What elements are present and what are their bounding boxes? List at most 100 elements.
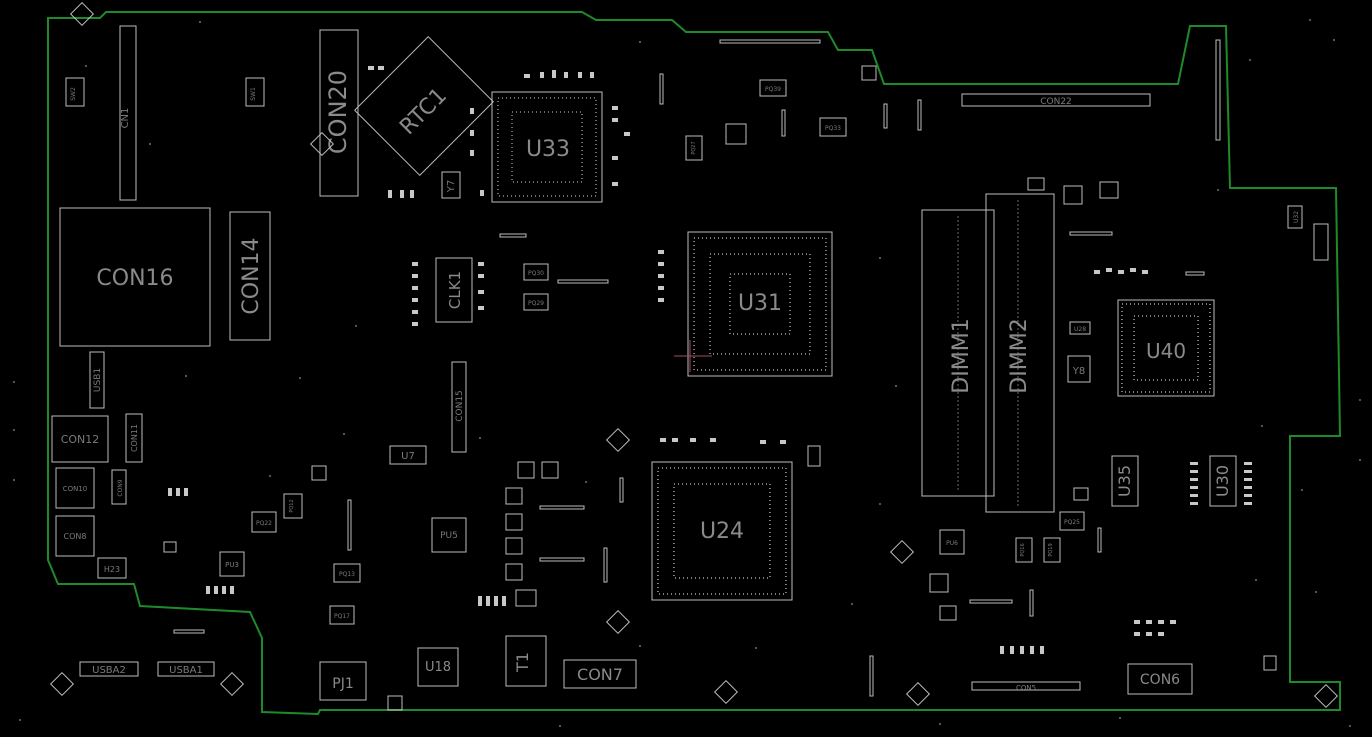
dimm1-label: DIMM1 (949, 318, 974, 393)
pu6-regulator: PU6 (939, 529, 965, 555)
pu3-label: PU3 (225, 561, 239, 569)
usba1-connector: USBA1 (157, 661, 215, 677)
con20-label: CON20 (324, 70, 352, 154)
pq27-transistor: PQ27 (685, 135, 703, 161)
pq39-label: PQ39 (765, 86, 781, 93)
pu5-regulator: PU5 (431, 517, 467, 553)
con9-connector: CON9 (111, 469, 127, 505)
con6-label: CON6 (1140, 672, 1180, 688)
sw2-switch: SW2 (65, 77, 85, 107)
con9-label: CON9 (117, 479, 124, 496)
pq12-transistor: PQ12 (283, 493, 303, 519)
pq25-label: PQ25 (1064, 519, 1080, 526)
u31-chip: U31 (674, 231, 833, 377)
usba1-label: USBA1 (169, 665, 203, 676)
t1-transformer: T1 (505, 635, 547, 687)
misc-packages (163, 65, 1329, 711)
usb1-connector: USB1 (89, 351, 105, 409)
con11-label: CON11 (130, 424, 139, 452)
sw1-label: SW1 (250, 87, 257, 101)
pq12-label: PQ12 (289, 499, 295, 512)
con22-connector: CON22 (961, 93, 1151, 107)
con6-connector: CON6 (1127, 663, 1193, 695)
con5-connector: CON5 (971, 681, 1081, 692)
pq33-transistor: PQ33 (819, 117, 847, 137)
vias (13, 19, 1361, 727)
u7-label: U7 (401, 451, 415, 462)
y7-label: Y7 (446, 180, 457, 193)
u30-chip: U30 (1209, 455, 1237, 507)
u18-chip: U18 (417, 647, 459, 687)
dimm1-slot: DIMM1 (921, 209, 995, 497)
pq30-transistor: PQ30 (523, 263, 549, 281)
pu5-label: PU5 (440, 531, 458, 541)
usba2-connector: USBA2 (79, 661, 139, 677)
pq25-transistor: PQ25 (1059, 511, 1085, 531)
cn1-connector: CN1 (119, 25, 137, 201)
u28-label: U28 (1074, 326, 1086, 333)
con15-label: CON15 (455, 390, 465, 422)
u35-label: U35 (1115, 465, 1134, 497)
board-outline (47, 11, 1342, 716)
con11-connector: CON11 (125, 413, 143, 463)
pu6-label: PU6 (946, 540, 958, 547)
u32-label: U32 (1293, 211, 1300, 223)
pq22-transistor: PQ22 (251, 511, 277, 533)
con12-connector: CON12 (51, 415, 109, 463)
h23-label: H23 (104, 565, 120, 574)
passive-components (168, 66, 1252, 654)
pq22-label: PQ22 (256, 520, 272, 527)
pq17-transistor: PQ17 (329, 605, 355, 625)
y7-crystal: Y7 (441, 171, 461, 199)
y8-label: Y8 (1072, 366, 1085, 377)
pq16-transistor: PQ16 (1015, 537, 1033, 563)
u30-label: U30 (1213, 465, 1232, 497)
clk1-label: CLK1 (446, 271, 464, 309)
cn1-label: CN1 (120, 108, 131, 129)
u32-chip: U32 (1287, 205, 1303, 229)
u33-label: U33 (526, 137, 570, 162)
u18-label: U18 (425, 660, 451, 675)
pq13-transistor: PQ13 (333, 563, 361, 583)
u31-label: U31 (738, 291, 782, 316)
con8-connector: CON8 (55, 515, 95, 557)
con22-label: CON22 (1040, 97, 1072, 107)
pj1-label: PJ1 (332, 676, 353, 692)
pq13-label: PQ13 (339, 571, 355, 578)
pj1-jack: PJ1 (319, 661, 367, 701)
thin-components (173, 39, 1221, 697)
u40-chip: U40 (1117, 299, 1215, 397)
rtc1-label: RTC1 (395, 83, 452, 140)
u35-chip: U35 (1111, 455, 1139, 507)
pq39-transistor: PQ39 (759, 79, 787, 97)
pq19-label: PQ19 (1048, 543, 1054, 556)
fiducial-markers (49, 1, 1339, 709)
pq30-label: PQ30 (528, 270, 544, 277)
con16-connector: CON16 (59, 207, 211, 347)
h23-hole: H23 (97, 557, 127, 579)
con14-connector: CON14 (229, 211, 271, 341)
pq29-transistor: PQ29 (523, 293, 549, 311)
usba2-label: USBA2 (92, 665, 126, 676)
usb1-label: USB1 (93, 368, 103, 392)
pq19-transistor: PQ19 (1043, 537, 1061, 563)
u24-chip: U24 (651, 461, 793, 601)
con15-connector: CON15 (451, 361, 467, 453)
dimm2-slot: DIMM2 (985, 193, 1055, 513)
sw1-switch: SW1 (245, 77, 265, 107)
pq27-label: PQ27 (691, 141, 697, 154)
dimm2-label: DIMM2 (1007, 318, 1032, 393)
con14-label: CON14 (239, 237, 264, 314)
con8-label: CON8 (64, 532, 87, 541)
con16-label: CON16 (96, 266, 173, 291)
con7-label: CON7 (577, 665, 623, 684)
pq16-label: PQ16 (1020, 543, 1026, 556)
pu3-regulator: PU3 (219, 551, 245, 577)
clk1-chip: CLK1 (435, 257, 473, 323)
con7-connector: CON7 (563, 659, 637, 689)
con5-label: CON5 (1016, 684, 1036, 692)
t1-label: T1 (513, 652, 532, 673)
con10-connector: CON10 (55, 467, 95, 509)
pq33-label: PQ33 (825, 125, 841, 132)
